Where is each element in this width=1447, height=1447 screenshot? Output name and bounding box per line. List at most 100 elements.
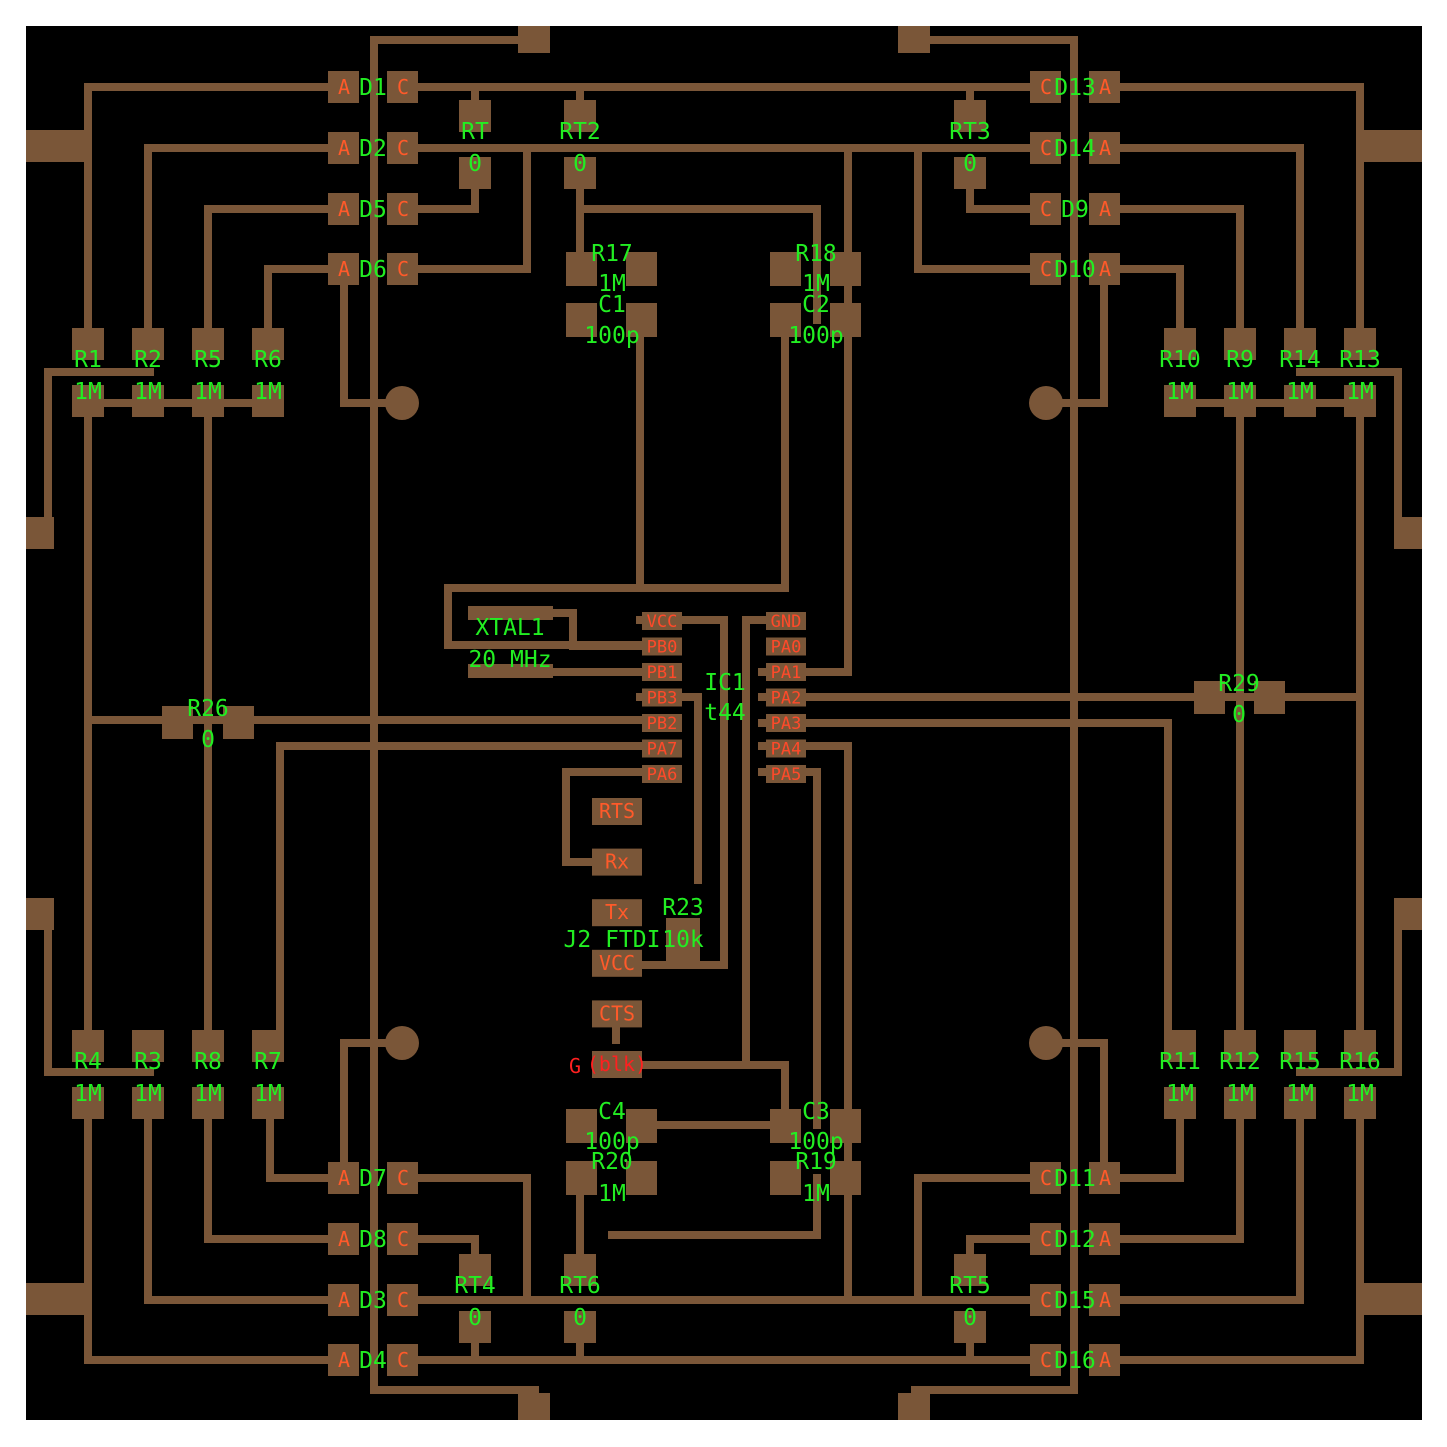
r11-label: R11 xyxy=(1159,1049,1201,1075)
r19-value: 1M xyxy=(802,1181,830,1207)
rt-value: 0 xyxy=(468,151,482,177)
rt5-pad-bottom xyxy=(954,1311,986,1343)
d12-label: D12 xyxy=(1054,1227,1096,1253)
r9-value: 1M xyxy=(1226,379,1254,405)
ic1-pin-pad-right xyxy=(766,714,806,732)
rt3-pad-bottom xyxy=(954,157,986,189)
r20-pad-left xyxy=(566,1161,597,1195)
ic1-pin-pad-left xyxy=(642,714,682,732)
d16-pin-label-left: C xyxy=(1040,1348,1052,1372)
d2-pad-left xyxy=(328,132,359,164)
d9-pin-label-right: A xyxy=(1099,197,1111,221)
d5-pad-left xyxy=(328,193,359,225)
r17-pad-right xyxy=(626,252,657,286)
ic1-pin-label-pa6: PA6 xyxy=(647,765,678,785)
d8-pin-label-right: C xyxy=(397,1227,409,1251)
r6-pad-top xyxy=(252,328,284,360)
c1-value: 100p xyxy=(584,323,639,349)
d7-pad-right xyxy=(387,1162,418,1194)
xtal-value: 20 MHz xyxy=(468,647,551,673)
d4-pin-label-right: C xyxy=(397,1348,409,1372)
c2-value: 100p xyxy=(788,323,843,349)
r16-pad-top xyxy=(1344,1030,1376,1062)
r4-pad-top xyxy=(72,1030,104,1062)
r13-value: 1M xyxy=(1346,379,1374,405)
r19-pad-left xyxy=(770,1161,801,1195)
d8-pad-left xyxy=(328,1223,359,1255)
d12-pad-left xyxy=(1030,1223,1061,1255)
d6-pin-label-left: A xyxy=(338,257,350,281)
d2-label: D2 xyxy=(359,136,387,162)
r29-value: 0 xyxy=(1232,702,1246,728)
ic1-label: IC1 xyxy=(704,670,746,696)
rt2-pad-bottom xyxy=(564,157,596,189)
d2-pin-label-right: C xyxy=(397,136,409,160)
r29-label: R29 xyxy=(1218,671,1260,697)
ic1-value: t44 xyxy=(704,700,746,726)
d1-label: D1 xyxy=(359,75,387,101)
r18-pad-left xyxy=(770,252,801,286)
r15-pad-top xyxy=(1284,1030,1316,1062)
d1-pin-label-right: C xyxy=(397,75,409,99)
d10-pad-left xyxy=(1030,253,1061,285)
c2-label: C2 xyxy=(802,292,830,318)
d9-pin-label-left: C xyxy=(1040,197,1052,221)
ftdi-pin-label-vcc: VCC xyxy=(599,951,635,975)
r13-label: R13 xyxy=(1339,347,1381,373)
d3-pad-left xyxy=(328,1284,359,1316)
d12-pin-label-left: C xyxy=(1040,1227,1052,1251)
r10-value: 1M xyxy=(1166,379,1194,405)
d9-pad-right xyxy=(1089,193,1120,225)
d7-label: D7 xyxy=(359,1166,387,1192)
r2-pad-bottom xyxy=(132,385,164,417)
d16-pad-left xyxy=(1030,1344,1061,1376)
ic1-pin-label-pb0: PB0 xyxy=(647,638,678,658)
r8-pad-bottom xyxy=(192,1087,224,1119)
rt6-value: 0 xyxy=(573,1305,587,1331)
ic1-pin-pad-right xyxy=(766,739,806,758)
d3-pin-label-right: C xyxy=(397,1288,409,1312)
ic1-pin-label-gnd: GND xyxy=(771,612,802,632)
rt2-label: RT2 xyxy=(559,119,601,145)
d10-pin-label-right: A xyxy=(1099,257,1111,281)
d4-pad-left xyxy=(328,1344,359,1376)
d15-pin-label-right: A xyxy=(1099,1288,1111,1312)
d10-label: D10 xyxy=(1054,257,1096,283)
r11-pad-bottom xyxy=(1164,1087,1196,1119)
d2-pin-label-left: A xyxy=(338,136,350,160)
r29-pad-right xyxy=(1254,681,1285,714)
d3-label: D3 xyxy=(359,1288,387,1314)
c3-value: 100p xyxy=(788,1129,843,1155)
d4-label: D4 xyxy=(359,1348,387,1374)
d3-pad-right xyxy=(387,1284,418,1316)
ftdi-pin-label-tx: Tx xyxy=(605,900,629,924)
c3-label: C3 xyxy=(802,1099,830,1125)
d9-pad-left xyxy=(1030,193,1061,225)
d11-pad-left xyxy=(1030,1162,1061,1194)
ftdi-pin-pad xyxy=(592,1000,642,1028)
r16-label: R16 xyxy=(1339,1049,1381,1075)
d15-pad-right xyxy=(1089,1284,1120,1316)
rt6-pad-top xyxy=(564,1254,596,1286)
r16-value: 1M xyxy=(1346,1081,1374,1107)
ic1-pin-pad-left xyxy=(642,612,682,630)
r18-label: R18 xyxy=(795,241,837,267)
rt4-label: RT4 xyxy=(454,1273,496,1299)
d11-pin-label-left: C xyxy=(1040,1166,1052,1190)
r29-pad-left xyxy=(1194,681,1225,714)
ic1-pin-pad-left xyxy=(642,688,682,707)
ic1-pin-pad-left xyxy=(642,739,682,758)
r3-pad-top xyxy=(132,1030,164,1062)
d5-pin-label-left: A xyxy=(338,197,350,221)
r18-value: 1M xyxy=(802,271,830,297)
r5-value: 1M xyxy=(194,379,222,405)
r20-label: R20 xyxy=(591,1149,633,1175)
ic1-pin-label-pa5: PA5 xyxy=(771,765,802,785)
r9-pad-top xyxy=(1224,328,1256,360)
r1-label: R1 xyxy=(74,347,102,373)
ic1-pin-label-pa2: PA2 xyxy=(771,689,802,709)
ftdi-pin-label-cts: CTS xyxy=(599,1001,635,1025)
ic1-pin-label-pb2: PB2 xyxy=(647,714,678,734)
d13-pad-right xyxy=(1089,71,1120,103)
